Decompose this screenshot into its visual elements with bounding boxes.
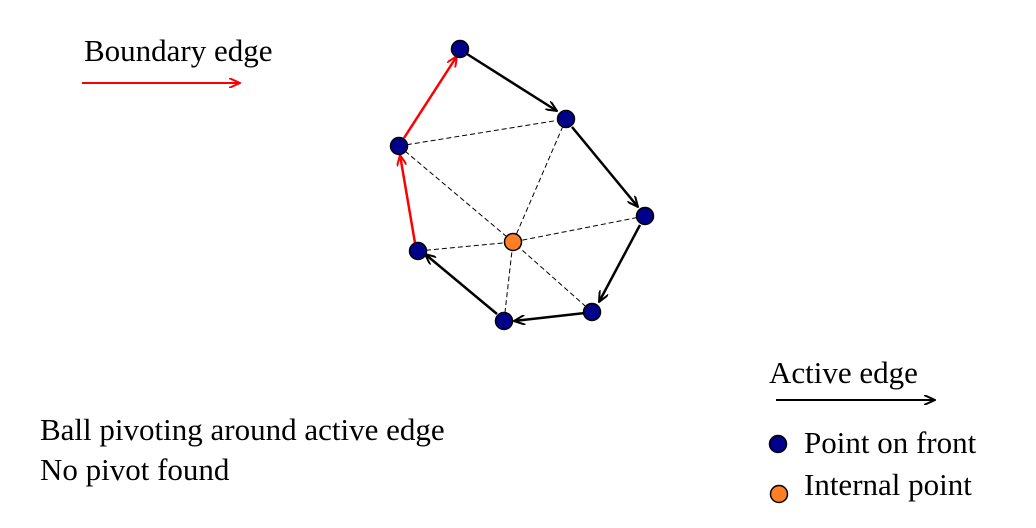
active-edge-arrow [599,224,642,302]
front-point [556,109,576,129]
internal-point [503,232,523,252]
front-points [389,39,655,331]
active-edge-arrow [466,52,557,111]
dashed-edge [398,145,514,243]
dashed-edge [512,118,567,243]
legend-internal-point-label: Internal point [804,467,972,502]
active-edge-arrow [571,126,638,207]
dashed-edge [512,241,593,313]
dashed-edge [512,215,646,243]
legend-front-point-icon [768,434,788,454]
caption-line-1: Ball pivoting around active edge [40,412,445,447]
front-point [494,311,514,331]
legend-internal-point-icon [769,484,789,504]
active-edge-arrow [514,311,586,321]
active-front-edges [425,52,642,321]
dashed-edge [398,118,567,147]
front-point [582,302,602,322]
boundary-edges [400,56,457,244]
dashed-edge [503,241,514,322]
front-point [450,39,470,59]
dashed-edge [417,241,514,252]
legend-front-point-label: Point on front [804,425,977,460]
front-point [389,136,409,156]
caption-line-2: No pivot found [40,452,230,487]
boundary-edge-arrow [400,155,417,244]
legend-boundary-edge-label: Boundary edge [84,33,273,68]
active-edge-arrow [425,254,498,315]
boundary-edge-arrow [402,56,457,139]
legend-active-edge-label: Active edge [769,355,918,390]
front-point [635,206,655,226]
front-point [408,241,428,261]
dashed-edges [398,118,646,322]
